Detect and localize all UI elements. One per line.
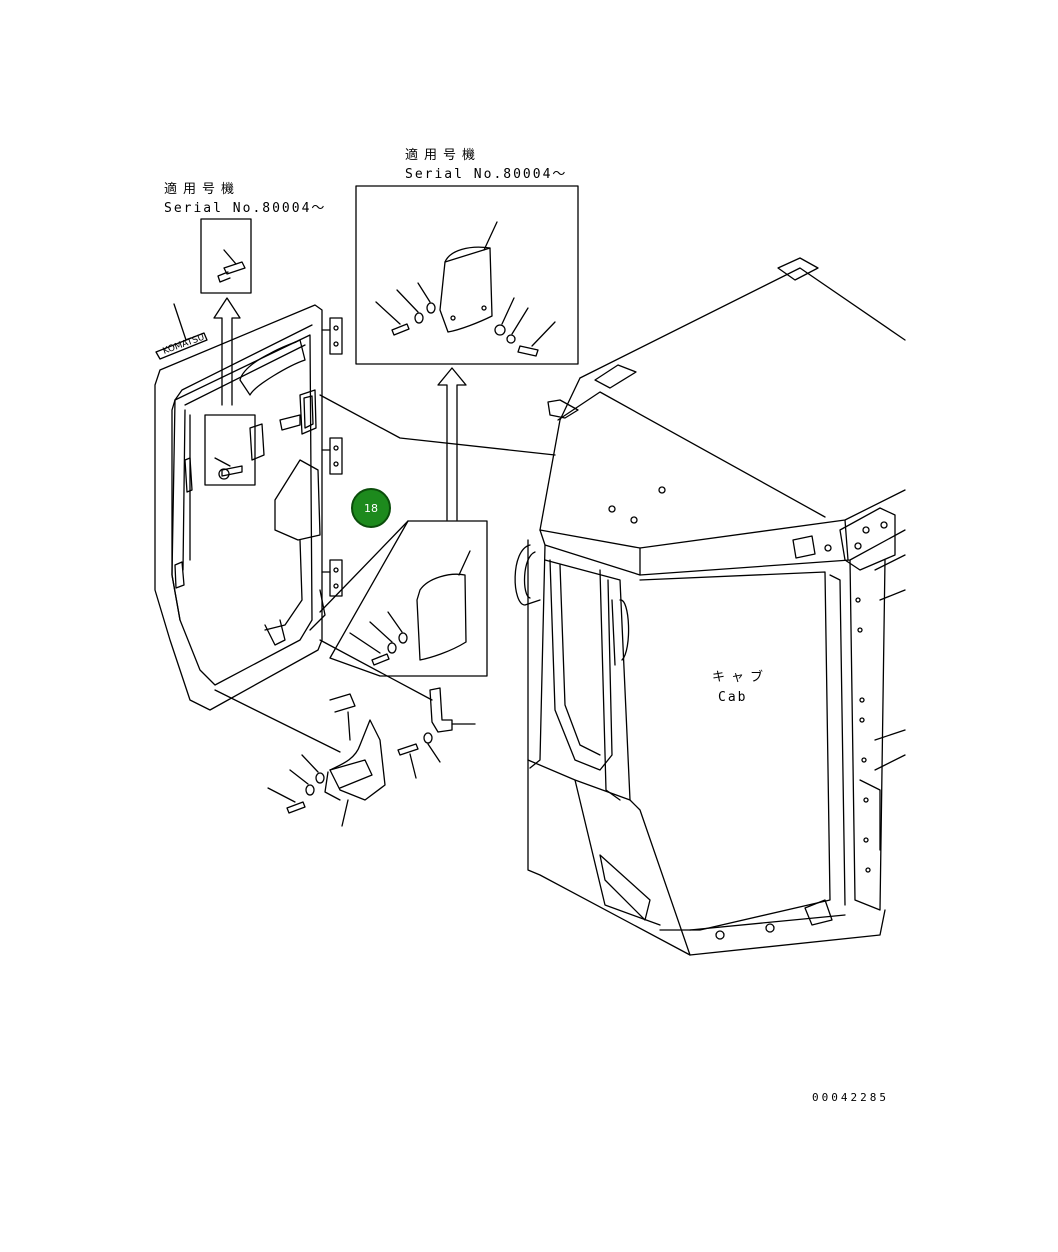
left-callout-serial: Serial No.80004～ — [164, 201, 327, 216]
cab-label-en: Cab — [718, 690, 748, 705]
cab-label-jp: キャブ — [712, 670, 770, 685]
inset-bolt-serial-left — [200, 218, 252, 294]
arrow-up-left — [213, 297, 241, 406]
left-callout-jp: 適用号機 — [164, 182, 241, 197]
bottom-bracket-parts — [214, 639, 476, 827]
right-callout-jp: 適用号機 — [405, 148, 482, 163]
inset-cover-serial-right — [355, 185, 579, 365]
arrow-up-right — [437, 367, 467, 521]
right-callout-serial: Serial No.80004～ — [405, 167, 568, 182]
cab-assembly — [514, 257, 906, 956]
inset-cover-lower — [319, 520, 488, 677]
part-number-badge[interactable]: 18 — [351, 488, 391, 528]
screw-left — [204, 414, 256, 486]
drawing-number: 00042285 — [812, 1091, 889, 1104]
